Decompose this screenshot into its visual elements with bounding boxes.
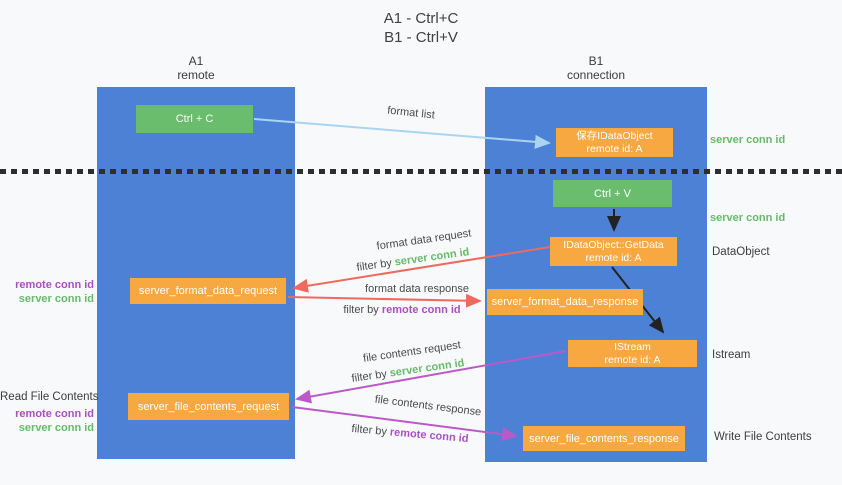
format-data-response-label: format data response xyxy=(365,283,469,295)
server-file-contents-request-box: server_file_contents_request xyxy=(128,393,289,420)
ctrl-c-label: Ctrl + C xyxy=(175,113,214,125)
filter-by-text: filter by xyxy=(350,368,388,385)
lane-b1-header: B1 connection xyxy=(536,54,656,82)
write-file-contents-label: Write File Contents xyxy=(714,431,812,443)
getdata-line1: IDataObject::GetData xyxy=(563,238,664,251)
diagram-title: A1 - Ctrl+C B1 - Ctrl+V xyxy=(0,9,842,47)
remote-conn-id-annotation: remote conn id xyxy=(15,279,94,291)
server-format-data-response-label: server_format_data_response xyxy=(491,296,639,308)
ctrl-c-box: Ctrl + C xyxy=(136,105,253,133)
remote-conn-id-annotation: remote conn id xyxy=(15,408,94,420)
format-data-response-arrow xyxy=(287,293,482,308)
server-format-data-response-box: server_format_data_response xyxy=(487,289,643,315)
left-conn-id-annotations-bottom: remote conn id server conn id xyxy=(0,407,94,435)
filter-by-text: filter by xyxy=(351,422,388,438)
server-format-data-request-label: server_format_data_request xyxy=(138,285,278,297)
dataobject-label: DataObject xyxy=(712,246,770,258)
ctrl-v-box: Ctrl + V xyxy=(553,180,672,207)
remote-conn-id-text: remote conn id xyxy=(381,304,461,316)
server-conn-id-annotation: server conn id xyxy=(18,422,94,434)
getdata-box: IDataObject::GetData remote id: A xyxy=(550,237,677,266)
save-idataobject-box: 保存IDataObject remote id: A xyxy=(556,128,673,157)
server-conn-id-text: server conn id xyxy=(393,246,471,269)
remote-conn-id-text: remote conn id xyxy=(389,426,469,446)
server-conn-id-annotation-mid: server conn id xyxy=(710,212,786,224)
istream-label: Istream xyxy=(712,349,751,361)
server-conn-id-annotation: server conn id xyxy=(18,293,94,305)
filter-by-text: filter by xyxy=(355,257,393,274)
title-line-1: A1 - Ctrl+C xyxy=(383,10,459,27)
title-line-2: B1 - Ctrl+V xyxy=(384,29,458,46)
server-file-contents-response-label: server_file_contents_response xyxy=(529,432,679,445)
lane-b1-title: B1 xyxy=(588,54,604,68)
save-idataobject-line1: 保存IDataObject xyxy=(576,129,653,142)
server-conn-id-annotation-top: server conn id xyxy=(710,134,786,146)
file-contents-response-label: file contents response xyxy=(374,393,482,419)
lane-a1-subtitle: remote xyxy=(177,68,215,82)
server-file-contents-response-box: server_file_contents_response xyxy=(523,426,685,451)
istream-line1: IStream xyxy=(614,340,651,353)
filter-by-text: filter by xyxy=(343,304,379,316)
istream-line2: remote id: A xyxy=(604,353,661,366)
server-conn-id-text: server conn id xyxy=(388,357,466,380)
left-conn-id-annotations-top: remote conn id server conn id xyxy=(0,278,94,306)
lane-a1-title: A1 xyxy=(188,54,204,68)
getdata-line2: remote id: A xyxy=(585,251,642,264)
istream-box: IStream remote id: A xyxy=(568,340,697,367)
ctrl-v-label: Ctrl + V xyxy=(594,187,631,200)
copy-paste-separator-line xyxy=(0,169,842,174)
lane-b1-subtitle: connection xyxy=(566,68,626,82)
server-file-contents-request-label: server_file_contents_request xyxy=(137,400,280,413)
lane-a1-header: A1 remote xyxy=(136,54,256,82)
read-file-contents-label: Read File Contents xyxy=(0,391,99,403)
server-format-data-request-box: server_format_data_request xyxy=(130,278,286,304)
format-list-label: format list xyxy=(386,104,436,122)
filter-by-server-conn-id-label-1: filter byserver conn id xyxy=(356,246,470,274)
save-idataobject-line2: remote id: A xyxy=(586,142,643,155)
